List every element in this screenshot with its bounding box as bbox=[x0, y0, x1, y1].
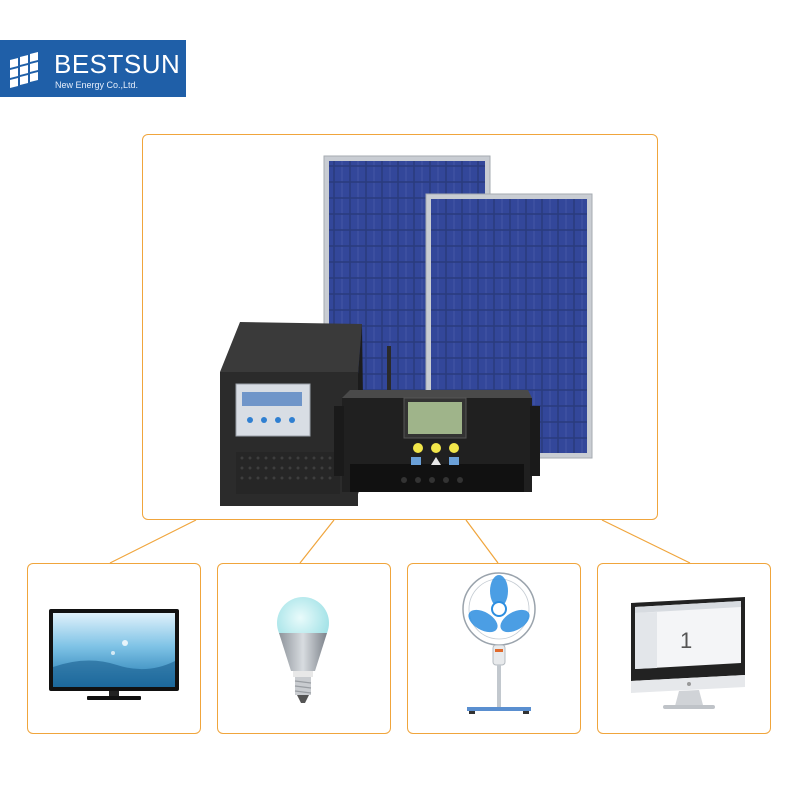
desktop-monitor-icon bbox=[630, 596, 745, 709]
appliance-box-fan bbox=[407, 563, 581, 734]
brand-tagline: New Energy Co.,Ltd. bbox=[55, 80, 139, 90]
light-bulb-icon bbox=[276, 596, 329, 703]
appliance-box-tv bbox=[27, 563, 201, 734]
connector-bulb bbox=[299, 519, 335, 564]
monitor-screen-number: 1 bbox=[680, 628, 693, 653]
logo-panel-icon bbox=[10, 52, 38, 88]
tv-icon bbox=[48, 608, 179, 700]
connector-tv bbox=[109, 519, 197, 564]
connector-fan bbox=[465, 519, 499, 564]
brand-name: BESTSUN bbox=[54, 49, 181, 79]
appliance-box-bulb bbox=[217, 563, 391, 734]
charge-controller-icon bbox=[333, 389, 540, 492]
solar-system-frame bbox=[142, 134, 658, 520]
appliance-box-monitor: 1 bbox=[597, 563, 771, 734]
stand-fan-icon bbox=[461, 571, 536, 714]
solar-system-illustration bbox=[219, 155, 592, 506]
connector-monitor bbox=[601, 519, 691, 564]
brand-logo: BESTSUN New Energy Co.,Ltd. bbox=[0, 40, 186, 97]
